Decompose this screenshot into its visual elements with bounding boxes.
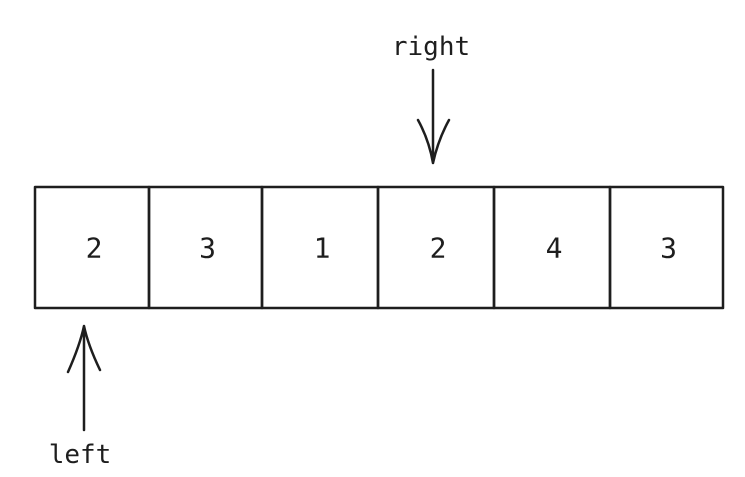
array-cell-5: 3 <box>608 185 725 310</box>
array-cell-value: 2 <box>86 232 103 265</box>
array-cell-value: 1 <box>314 232 331 265</box>
array-cell-2: 1 <box>260 185 380 310</box>
left-pointer-label: left <box>49 440 112 470</box>
array-cell-4: 4 <box>492 185 612 310</box>
array-cell-value: 4 <box>546 232 563 265</box>
array-cell-0: 2 <box>33 185 151 310</box>
left-arrow-up-icon <box>66 324 102 432</box>
array-cells: 2 3 1 2 4 3 <box>33 185 725 310</box>
array-cell-value: 2 <box>430 232 447 265</box>
array-cell-value: 3 <box>660 232 677 265</box>
right-arrow-down-icon <box>416 68 451 165</box>
array-cell-1: 3 <box>147 185 264 310</box>
array-cell-value: 3 <box>199 232 216 265</box>
left-pointer: left <box>49 324 112 470</box>
array-cell-3: 2 <box>376 185 496 310</box>
right-pointer: right <box>392 32 470 165</box>
right-pointer-label: right <box>392 32 470 62</box>
array-cell-box <box>608 185 725 310</box>
